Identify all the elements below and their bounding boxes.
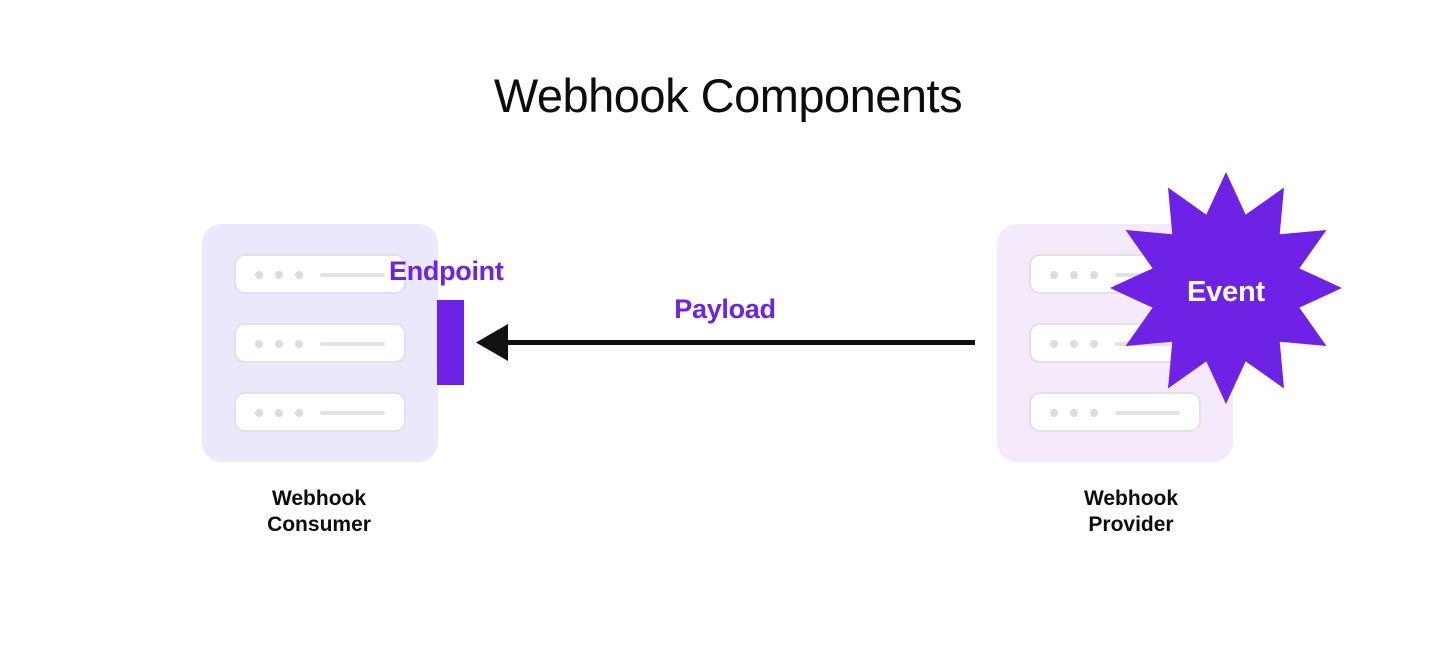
- server-indicator-dot: [1050, 271, 1058, 279]
- event-starburst-icon: [1110, 172, 1342, 404]
- server-status-line: [320, 342, 385, 346]
- server-indicator-dot: [1070, 271, 1078, 279]
- server-status-line: [1115, 411, 1180, 415]
- server-indicator-dot: [1090, 340, 1098, 348]
- caption-line-2: Provider: [1088, 513, 1174, 536]
- endpoint-bar-icon: [437, 300, 464, 385]
- caption-line-1: Webhook: [1083, 487, 1179, 510]
- server-indicator-dot: [255, 271, 263, 279]
- webhook-consumer-node: [202, 224, 438, 462]
- server-unit: [234, 254, 406, 294]
- payload-label: Payload: [674, 294, 776, 324]
- endpoint-label: Endpoint: [389, 256, 504, 286]
- server-indicator-dot: [255, 340, 263, 348]
- server-indicator-dot: [1090, 271, 1098, 279]
- server-indicator-dot: [295, 340, 303, 348]
- webhook-consumer-caption: Webhook Consumer: [169, 486, 469, 538]
- server-indicator-dot: [255, 409, 263, 417]
- server-indicator-dot: [1090, 409, 1098, 417]
- server-indicator-dot: [1070, 340, 1078, 348]
- server-indicator-dot: [275, 409, 283, 417]
- server-status-line: [320, 273, 385, 277]
- server-indicator-dot: [275, 340, 283, 348]
- server-indicator-dot: [275, 271, 283, 279]
- server-indicator-dot: [295, 409, 303, 417]
- payload-arrow-icon: [476, 324, 975, 361]
- server-indicator-dot: [295, 271, 303, 279]
- webhook-provider-caption: Webhook Provider: [981, 486, 1281, 538]
- server-indicator-dot: [1050, 340, 1058, 348]
- server-status-line: [320, 411, 385, 415]
- server-unit: [1029, 392, 1201, 432]
- server-unit: [234, 323, 406, 363]
- caption-line-2: Consumer: [267, 513, 371, 536]
- server-indicator-dot: [1050, 409, 1058, 417]
- page-title: Webhook Components: [493, 69, 963, 122]
- caption-line-1: Webhook: [271, 487, 367, 510]
- server-status-line: [1115, 342, 1180, 346]
- server-unit: [234, 392, 406, 432]
- server-indicator-dot: [1070, 409, 1078, 417]
